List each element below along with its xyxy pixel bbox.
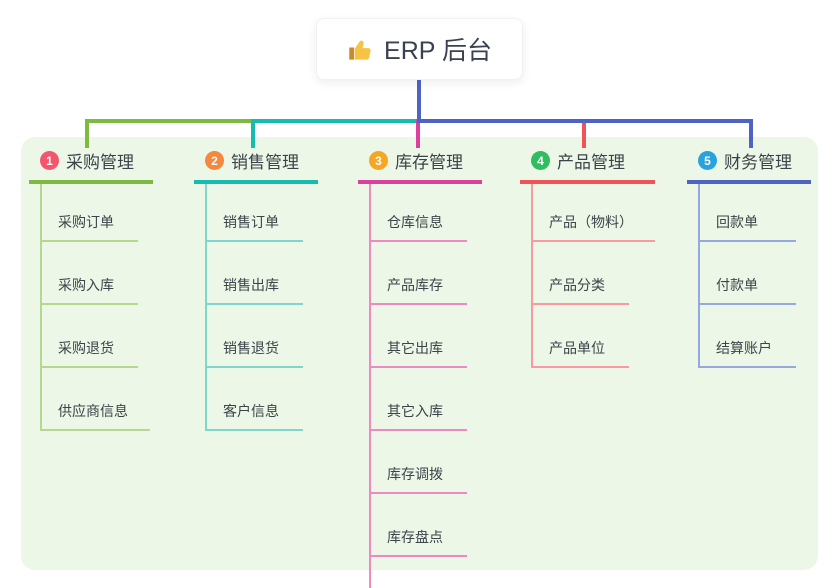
root-node[interactable]: ERP 后台 <box>316 18 523 80</box>
node-item[interactable]: 销售订单 <box>207 184 303 242</box>
branch-finance-header[interactable]: 5 财务管理 <box>687 148 811 184</box>
thumbs-up-icon <box>349 40 371 60</box>
node-item[interactable]: 产品分类 <box>533 242 629 305</box>
branch-purchase-header[interactable]: 1 采购管理 <box>29 148 153 184</box>
node-item[interactable]: 客户信息 <box>207 368 303 431</box>
branch-inventory-children: 仓库信息 产品库存 其它出库 其它入库 库存调拨 库存盘点 出库库明细 <box>369 184 482 588</box>
branch-title: 财务管理 <box>724 153 792 172</box>
node-item[interactable]: 回款单 <box>700 184 796 242</box>
branch-inventory: 3 库存管理 仓库信息 产品库存 其它出库 其它入库 库存调拨 库存盘点 出库库… <box>358 148 482 588</box>
node-item[interactable]: 采购退货 <box>42 305 138 368</box>
node-item[interactable]: 库存调拨 <box>371 431 467 494</box>
branch-sales-children: 销售订单 销售出库 销售退货 客户信息 <box>205 184 318 431</box>
branch-number-badge: 1 <box>40 151 59 170</box>
branch-product: 4 产品管理 产品（物料） 产品分类 产品单位 <box>520 148 655 368</box>
branch-title: 采购管理 <box>66 153 134 172</box>
node-item[interactable]: 供应商信息 <box>42 368 150 431</box>
branch-purchase-children: 采购订单 采购入库 采购退货 供应商信息 <box>40 184 153 431</box>
branch-number-badge: 3 <box>369 151 388 170</box>
node-item[interactable]: 出库库明细 <box>371 557 479 588</box>
branch-finance-children: 回款单 付款单 结算账户 <box>698 184 811 368</box>
node-item[interactable]: 结算账户 <box>700 305 796 368</box>
node-item[interactable]: 销售出库 <box>207 242 303 305</box>
branch-number-badge: 2 <box>205 151 224 170</box>
branch-title: 产品管理 <box>557 153 625 172</box>
node-item[interactable]: 付款单 <box>700 242 796 305</box>
node-item[interactable]: 其它出库 <box>371 305 467 368</box>
branch-number-badge: 4 <box>531 151 550 170</box>
branch-title: 库存管理 <box>395 153 463 172</box>
branch-product-children: 产品（物料） 产品分类 产品单位 <box>531 184 655 368</box>
branch-inventory-header[interactable]: 3 库存管理 <box>358 148 482 184</box>
node-item[interactable]: 库存盘点 <box>371 494 467 557</box>
branch-product-header[interactable]: 4 产品管理 <box>520 148 655 184</box>
branch-sales: 2 销售管理 销售订单 销售出库 销售退货 客户信息 <box>194 148 318 431</box>
branches-panel <box>21 137 818 570</box>
node-item[interactable]: 产品库存 <box>371 242 467 305</box>
branch-purchase: 1 采购管理 采购订单 采购入库 采购退货 供应商信息 <box>29 148 153 431</box>
node-item[interactable]: 产品单位 <box>533 305 629 368</box>
branch-number-badge: 5 <box>698 151 717 170</box>
root-label: ERP 后台 <box>384 37 492 65</box>
branch-sales-header[interactable]: 2 销售管理 <box>194 148 318 184</box>
node-item[interactable]: 采购订单 <box>42 184 138 242</box>
node-item[interactable]: 仓库信息 <box>371 184 467 242</box>
branch-title: 销售管理 <box>231 153 299 172</box>
node-item[interactable]: 其它入库 <box>371 368 467 431</box>
branch-finance: 5 财务管理 回款单 付款单 结算账户 <box>687 148 811 368</box>
node-item[interactable]: 采购入库 <box>42 242 138 305</box>
node-item[interactable]: 产品（物料） <box>533 184 655 242</box>
node-item[interactable]: 销售退货 <box>207 305 303 368</box>
